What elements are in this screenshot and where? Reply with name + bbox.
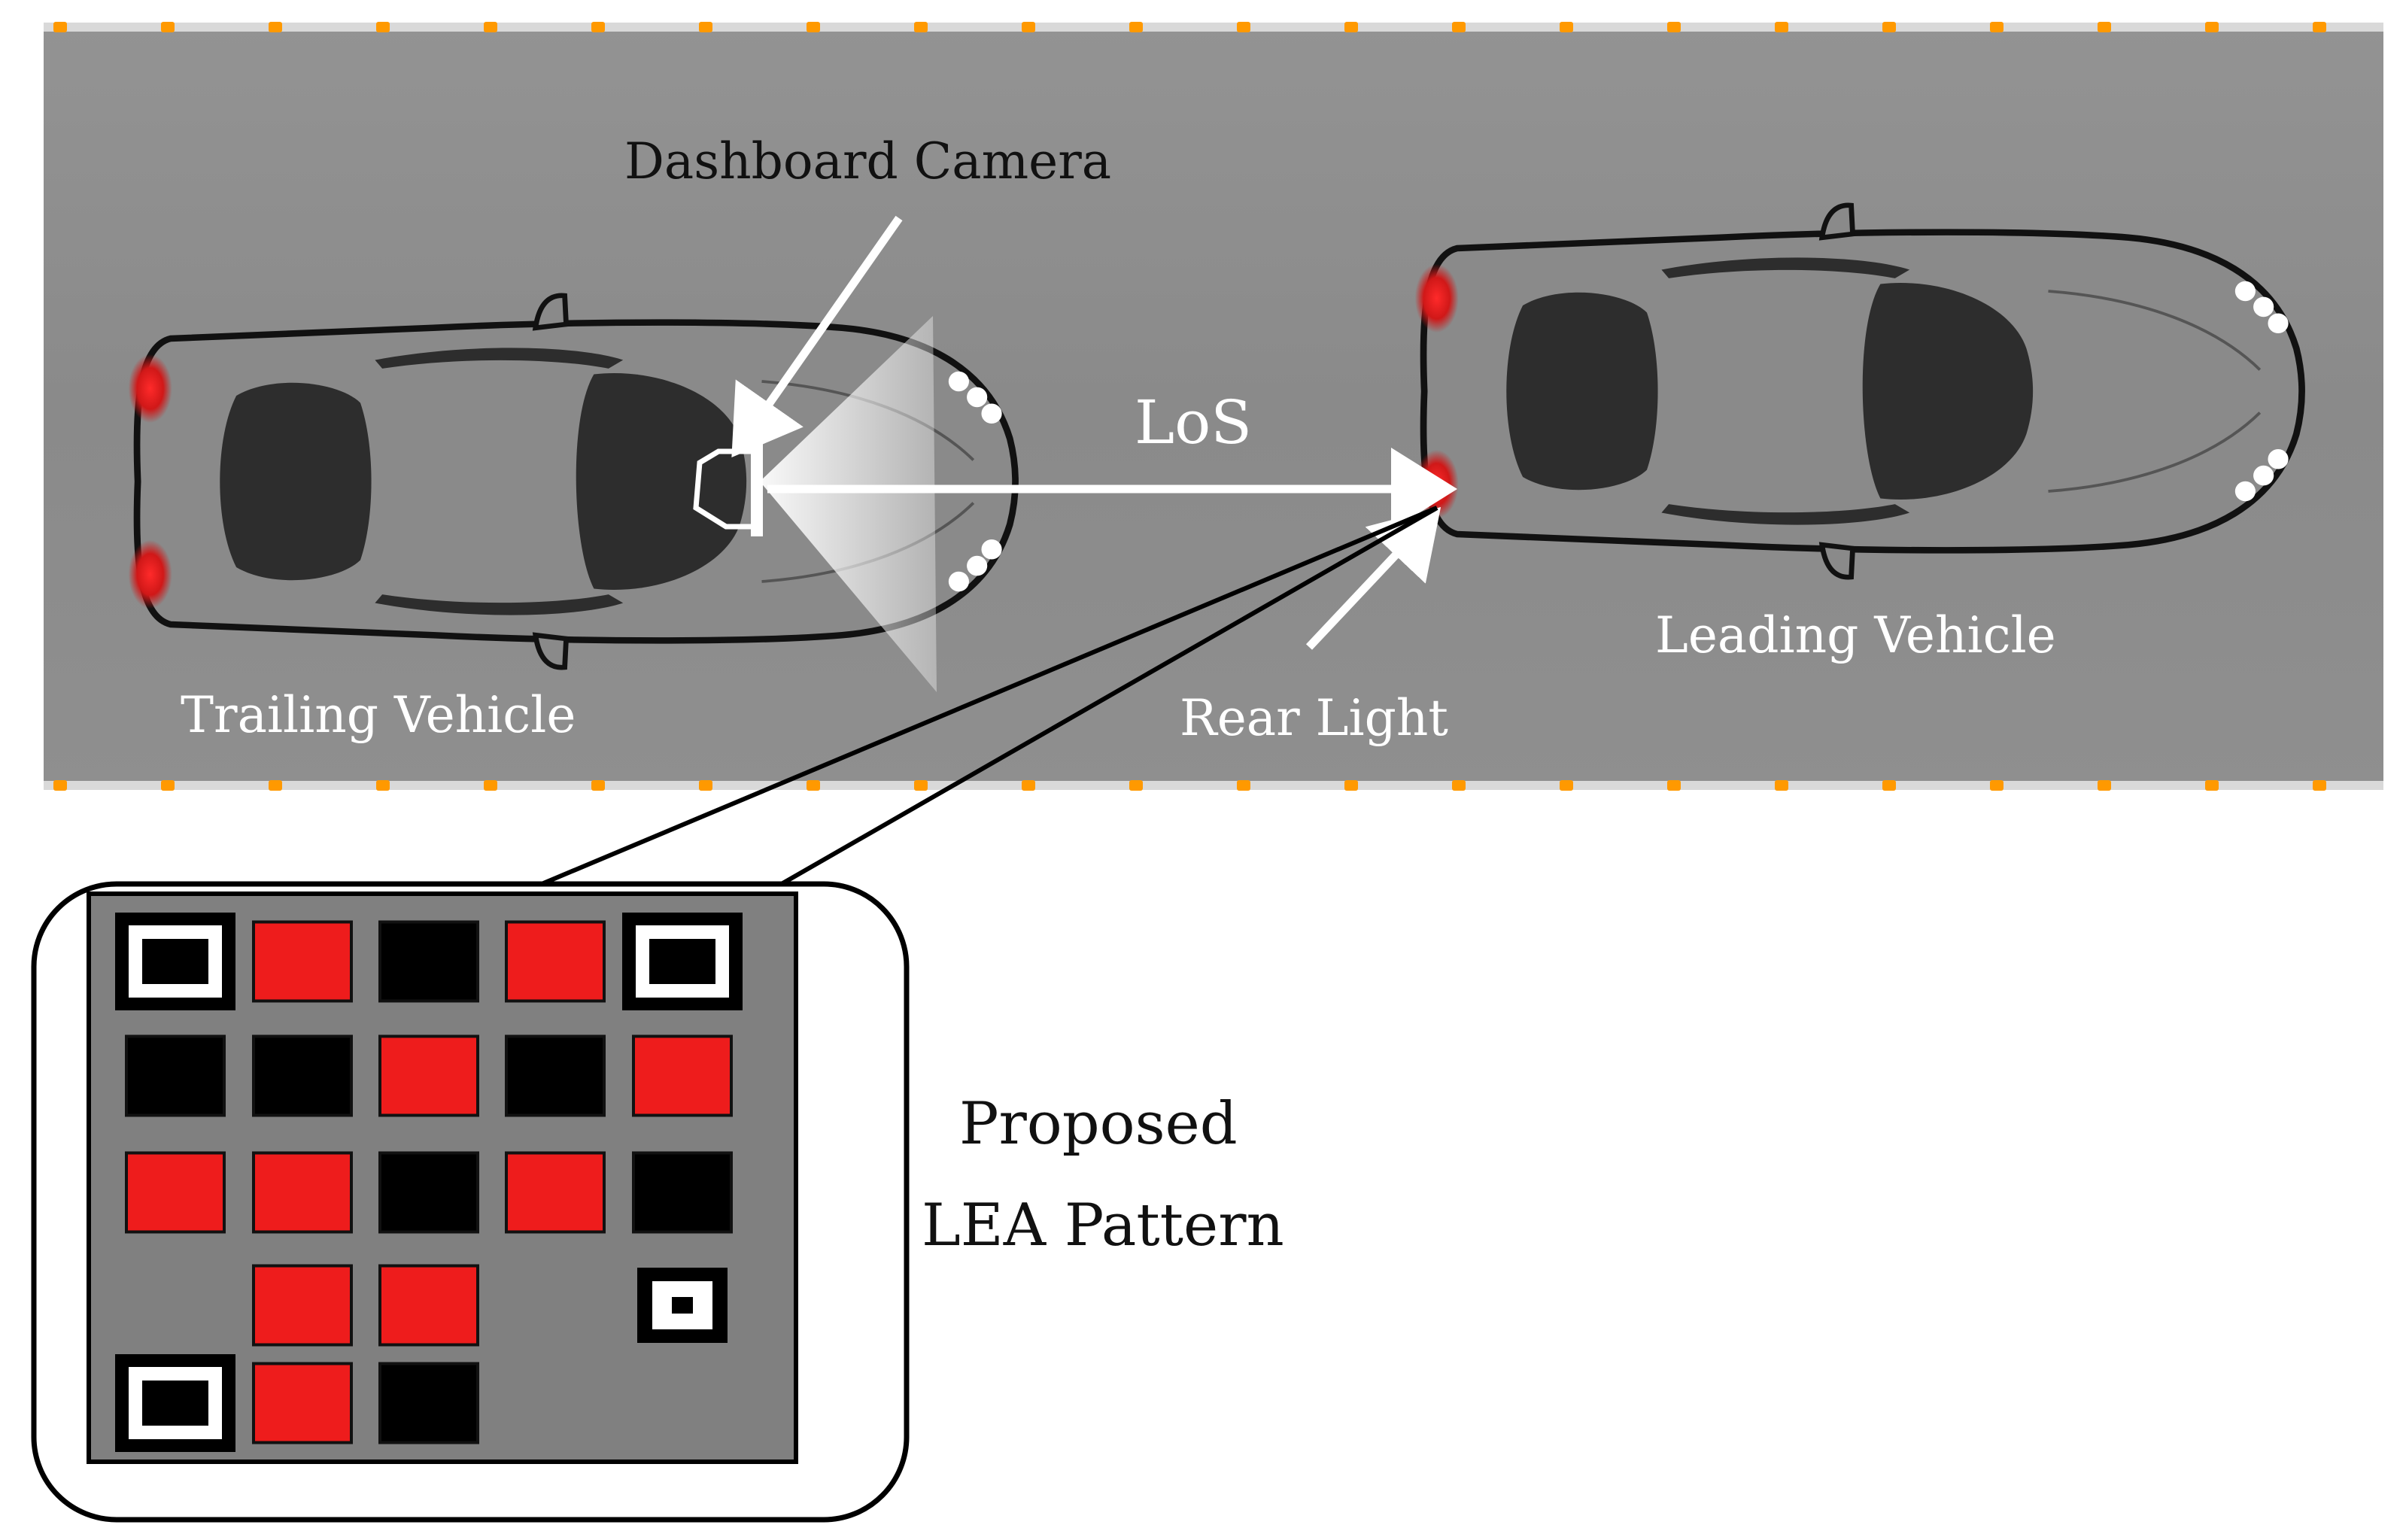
finder-marker [115, 1354, 235, 1452]
los-label: LoS [1135, 387, 1253, 457]
lane-marker [484, 780, 497, 791]
black-cell [632, 1151, 733, 1234]
lane-marker [1344, 780, 1358, 791]
lane-marker [1667, 780, 1681, 791]
lane-marker [1022, 780, 1035, 791]
red-cell [252, 1264, 353, 1347]
lane-marker [699, 780, 712, 791]
lane-marker [484, 22, 497, 32]
camera-icon [693, 442, 763, 536]
red-cell [378, 1034, 479, 1117]
lane-marker [269, 780, 282, 791]
finder-marker [115, 913, 235, 1010]
lane-marker [1560, 780, 1573, 791]
black-cell [378, 1151, 479, 1234]
red-cell [632, 1034, 733, 1117]
lane-marker [2098, 22, 2111, 32]
lane-marker [2205, 22, 2219, 32]
zoom-callout [540, 506, 1438, 890]
black-cell [252, 1034, 353, 1117]
lane-marker [1022, 22, 1035, 32]
black-cell [125, 1034, 226, 1117]
camera-field-of-view [760, 316, 937, 692]
lane-marker [269, 22, 282, 32]
lane-marker [1344, 22, 1358, 32]
lane-marker [1990, 780, 2003, 791]
lane-marker [376, 22, 390, 32]
lane-marker [1237, 780, 1250, 791]
lane-marker [2205, 780, 2219, 791]
red-cell [252, 1151, 353, 1234]
lane-marker [1990, 22, 2003, 32]
lane-marker [1882, 22, 1896, 32]
lane-marker [1237, 22, 1250, 32]
lane-markers-top [53, 22, 2326, 32]
lane-marker [1667, 22, 1681, 32]
lane-marker [2313, 22, 2326, 32]
black-cell [378, 1362, 479, 1444]
lane-marker [1129, 780, 1143, 791]
lane-markers-bottom [53, 780, 2326, 791]
finder-marker [622, 913, 743, 1010]
black-cell [378, 920, 479, 1003]
lane-marker [161, 780, 175, 791]
red-cell [252, 1362, 353, 1444]
rear-light-label: Rear Light [1180, 689, 1448, 747]
lane-marker [1560, 22, 1573, 32]
leading-vehicle [1415, 205, 2302, 577]
lane-marker [2313, 780, 2326, 791]
lane-marker [1452, 780, 1466, 791]
lane-marker [1882, 780, 1896, 791]
leading-vehicle-label: Leading Vehicle [1655, 606, 2056, 664]
lane-marker [2098, 780, 2111, 791]
lane-marker [1775, 780, 1788, 791]
lane-marker [376, 780, 390, 791]
lane-marker [591, 780, 605, 791]
lane-marker [1775, 22, 1788, 32]
alignment-marker [637, 1268, 728, 1343]
red-cell [252, 920, 353, 1003]
arrows [731, 215, 1457, 650]
lane-marker [699, 22, 712, 32]
lane-marker [591, 22, 605, 32]
black-cell [505, 1034, 606, 1117]
red-cell [378, 1264, 479, 1347]
lane-marker [914, 780, 928, 791]
lane-marker [1129, 22, 1143, 32]
rear-light-arrow [1305, 506, 1441, 650]
lane-marker [53, 22, 67, 32]
lane-marker [914, 22, 928, 32]
lane-marker [53, 780, 67, 791]
pattern-title-line1: Proposed [959, 1090, 1238, 1158]
lea-pattern [87, 891, 798, 1464]
trailing-vehicle-label: Trailing Vehicle [181, 686, 576, 744]
pattern-title-line2: LEA Pattern [922, 1192, 1284, 1259]
lane-marker [161, 22, 175, 32]
red-cell [125, 1151, 226, 1234]
lane-marker [1452, 22, 1466, 32]
red-cell [505, 1151, 606, 1234]
dashboard-camera-label: Dashboard Camera [624, 132, 1112, 190]
lane-marker [807, 780, 820, 791]
lane-marker [807, 22, 820, 32]
dashboard-camera-arrow [731, 215, 903, 458]
red-cell [505, 920, 606, 1003]
